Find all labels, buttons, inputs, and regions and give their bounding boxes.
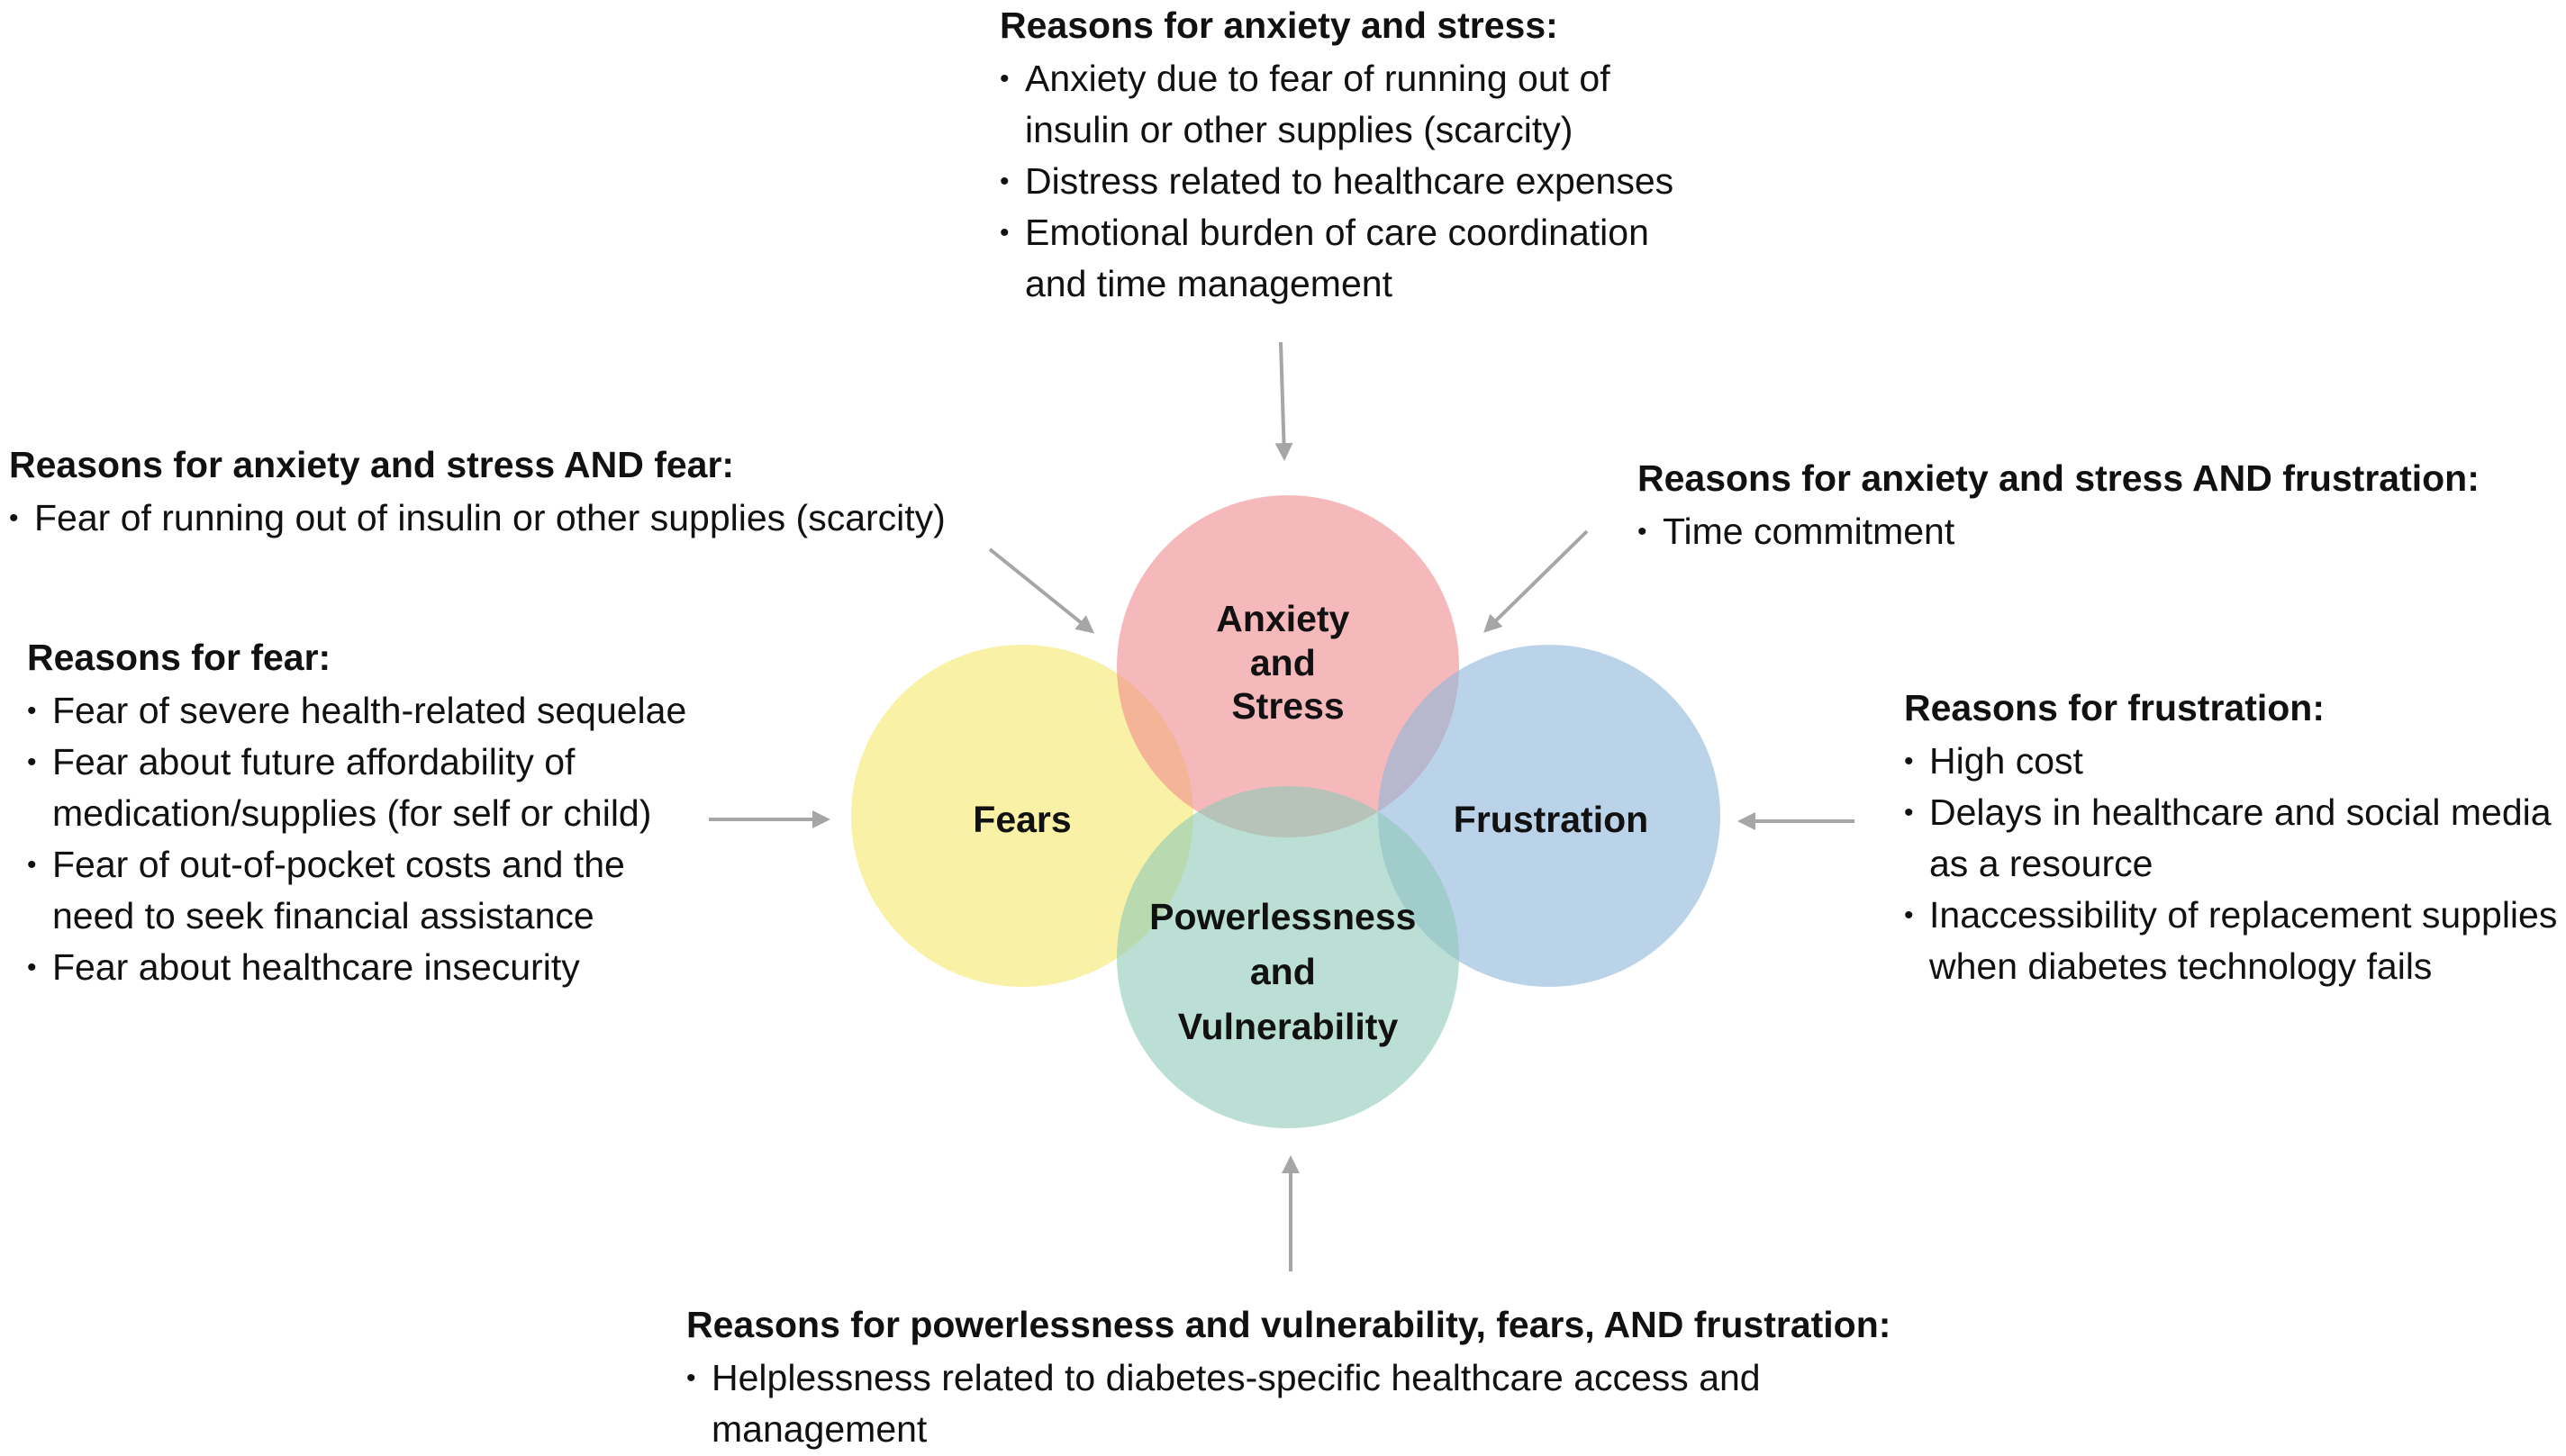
arrow-anxiety-frustration xyxy=(1483,529,1589,633)
label-powerlessness: Powerlessness and Vulnerability xyxy=(1149,896,1427,1047)
list-item: Fear of severe health-related sequelae xyxy=(27,685,686,737)
circle-frustration xyxy=(1378,645,1720,987)
label-fears: Fears xyxy=(973,799,1071,840)
list-item: Helplessness related to diabetes-specifi… xyxy=(686,1352,1890,1455)
arrows xyxy=(709,341,1854,1271)
reasons-fear-list: Fear of severe health-related sequelae F… xyxy=(27,685,686,993)
list-item: Fear about future affordability of medic… xyxy=(27,737,686,839)
list-item: Fear of out-of-pocket costs and the need… xyxy=(27,839,686,942)
list-item: Fear about healthcare insecurity xyxy=(27,942,686,993)
label-anxiety-stress: Anxiety and Stress xyxy=(1216,598,1360,727)
label-frustration: Frustration xyxy=(1454,799,1648,840)
reasons-anxiety-frustration-list: Time commitment xyxy=(1637,506,2480,557)
reasons-anxiety-frustration-heading: Reasons for anxiety and stress AND frust… xyxy=(1637,457,2480,499)
reasons-anxiety-fear: Reasons for anxiety and stress AND fear:… xyxy=(9,439,946,544)
list-item: Delays in healthcare and social media as… xyxy=(1904,787,2557,890)
arrow-anxiety xyxy=(1274,341,1293,461)
reasons-anxiety-fear-heading: Reasons for anxiety and stress AND fear: xyxy=(9,444,735,485)
reasons-frustration-list: High cost Delays in healthcare and socia… xyxy=(1904,736,2557,992)
reasons-anxiety-frustration: Reasons for anxiety and stress AND frust… xyxy=(1637,453,2480,557)
list-item: Distress related to healthcare expenses xyxy=(1000,156,1673,207)
circle-fears xyxy=(851,645,1193,987)
circle-powerlessness xyxy=(1117,786,1459,1128)
reasons-powerlessness: Reasons for powerlessness and vulnerabil… xyxy=(686,1299,1890,1455)
arrow-anxiety-fear xyxy=(988,547,1095,634)
reasons-anxiety-stress-list: Anxiety due to fear of running out of in… xyxy=(1000,53,1673,310)
list-item: Anxiety due to fear of running out of in… xyxy=(1000,53,1673,156)
reasons-fear-heading: Reasons for fear: xyxy=(27,637,331,678)
reasons-powerlessness-heading: Reasons for powerlessness and vulnerabil… xyxy=(686,1304,1891,1345)
reasons-fear: Reasons for fear: Fear of severe health-… xyxy=(27,632,686,993)
reasons-frustration-heading: Reasons for frustration: xyxy=(1904,687,2325,728)
circle-anxiety-stress xyxy=(1117,495,1459,837)
reasons-anxiety-fear-list: Fear of running out of insulin or other … xyxy=(9,493,946,544)
list-item: Time commitment xyxy=(1637,506,2480,557)
list-item: Emotional burden of care coordination an… xyxy=(1000,207,1673,310)
reasons-powerlessness-list: Helplessness related to diabetes-specifi… xyxy=(686,1352,1890,1455)
list-item: Inaccessibility of replacement supplies … xyxy=(1904,890,2557,992)
reasons-anxiety-stress-heading: Reasons for anxiety and stress: xyxy=(1000,5,1558,46)
reasons-anxiety-stress: Reasons for anxiety and stress: Anxiety … xyxy=(1000,0,1673,310)
reasons-frustration: Reasons for frustration: High cost Delay… xyxy=(1904,683,2557,992)
list-item: Fear of running out of insulin or other … xyxy=(9,493,946,544)
list-item: High cost xyxy=(1904,736,2557,787)
